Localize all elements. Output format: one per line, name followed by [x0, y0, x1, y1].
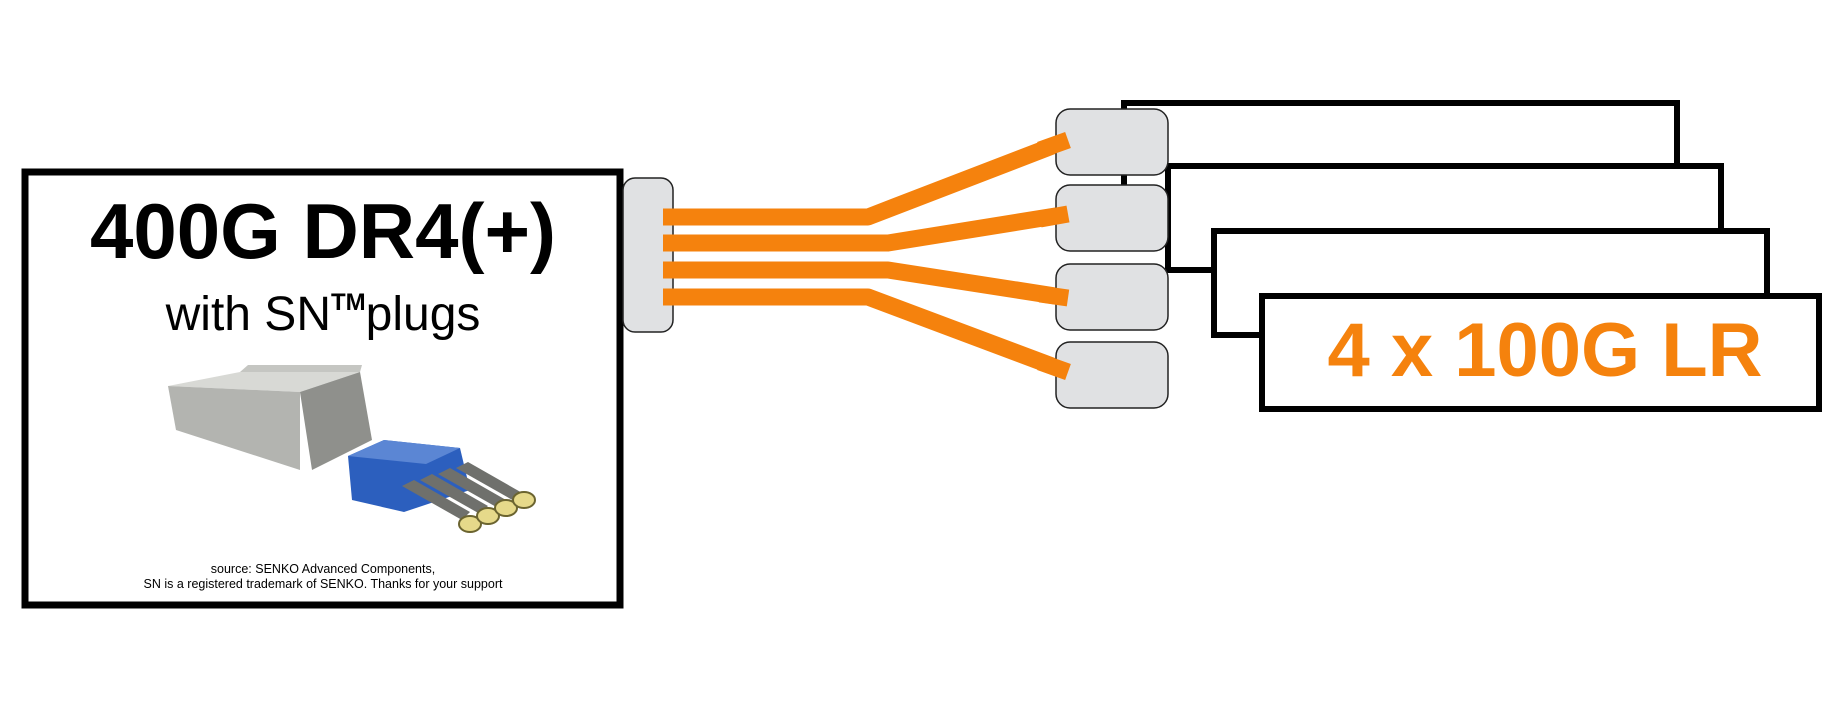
plug-1	[1055, 108, 1169, 176]
module-title: 400G DR4(+)	[89, 187, 557, 275]
fiber-bundle	[663, 132, 1072, 380]
fiber-4	[663, 288, 1071, 380]
caption-line-2: SN is a registered trademark of SENKO. T…	[143, 577, 503, 591]
fiber-3	[663, 261, 1070, 307]
source-caption: source: SENKO Advanced Components, SN is…	[24, 562, 622, 592]
fiber-1	[663, 132, 1072, 226]
plug-2	[1055, 184, 1169, 252]
receiver-label: 4 x 100G LR	[1327, 308, 1763, 393]
subtitle-prefix: with SN	[165, 288, 331, 341]
plug-4	[1055, 341, 1169, 409]
plug-3	[1055, 263, 1169, 331]
caption-line-1: source: SENKO Advanced Components,	[210, 562, 436, 576]
receiver-box-4	[1259, 293, 1822, 412]
transceiver-image	[152, 362, 560, 556]
module-subtitle: with SNTMplugs	[24, 276, 622, 342]
trademark-mark: TM	[330, 289, 366, 316]
subtitle-suffix: plugs	[365, 288, 481, 341]
fiber-2	[663, 205, 1070, 252]
module-connector	[622, 177, 674, 333]
